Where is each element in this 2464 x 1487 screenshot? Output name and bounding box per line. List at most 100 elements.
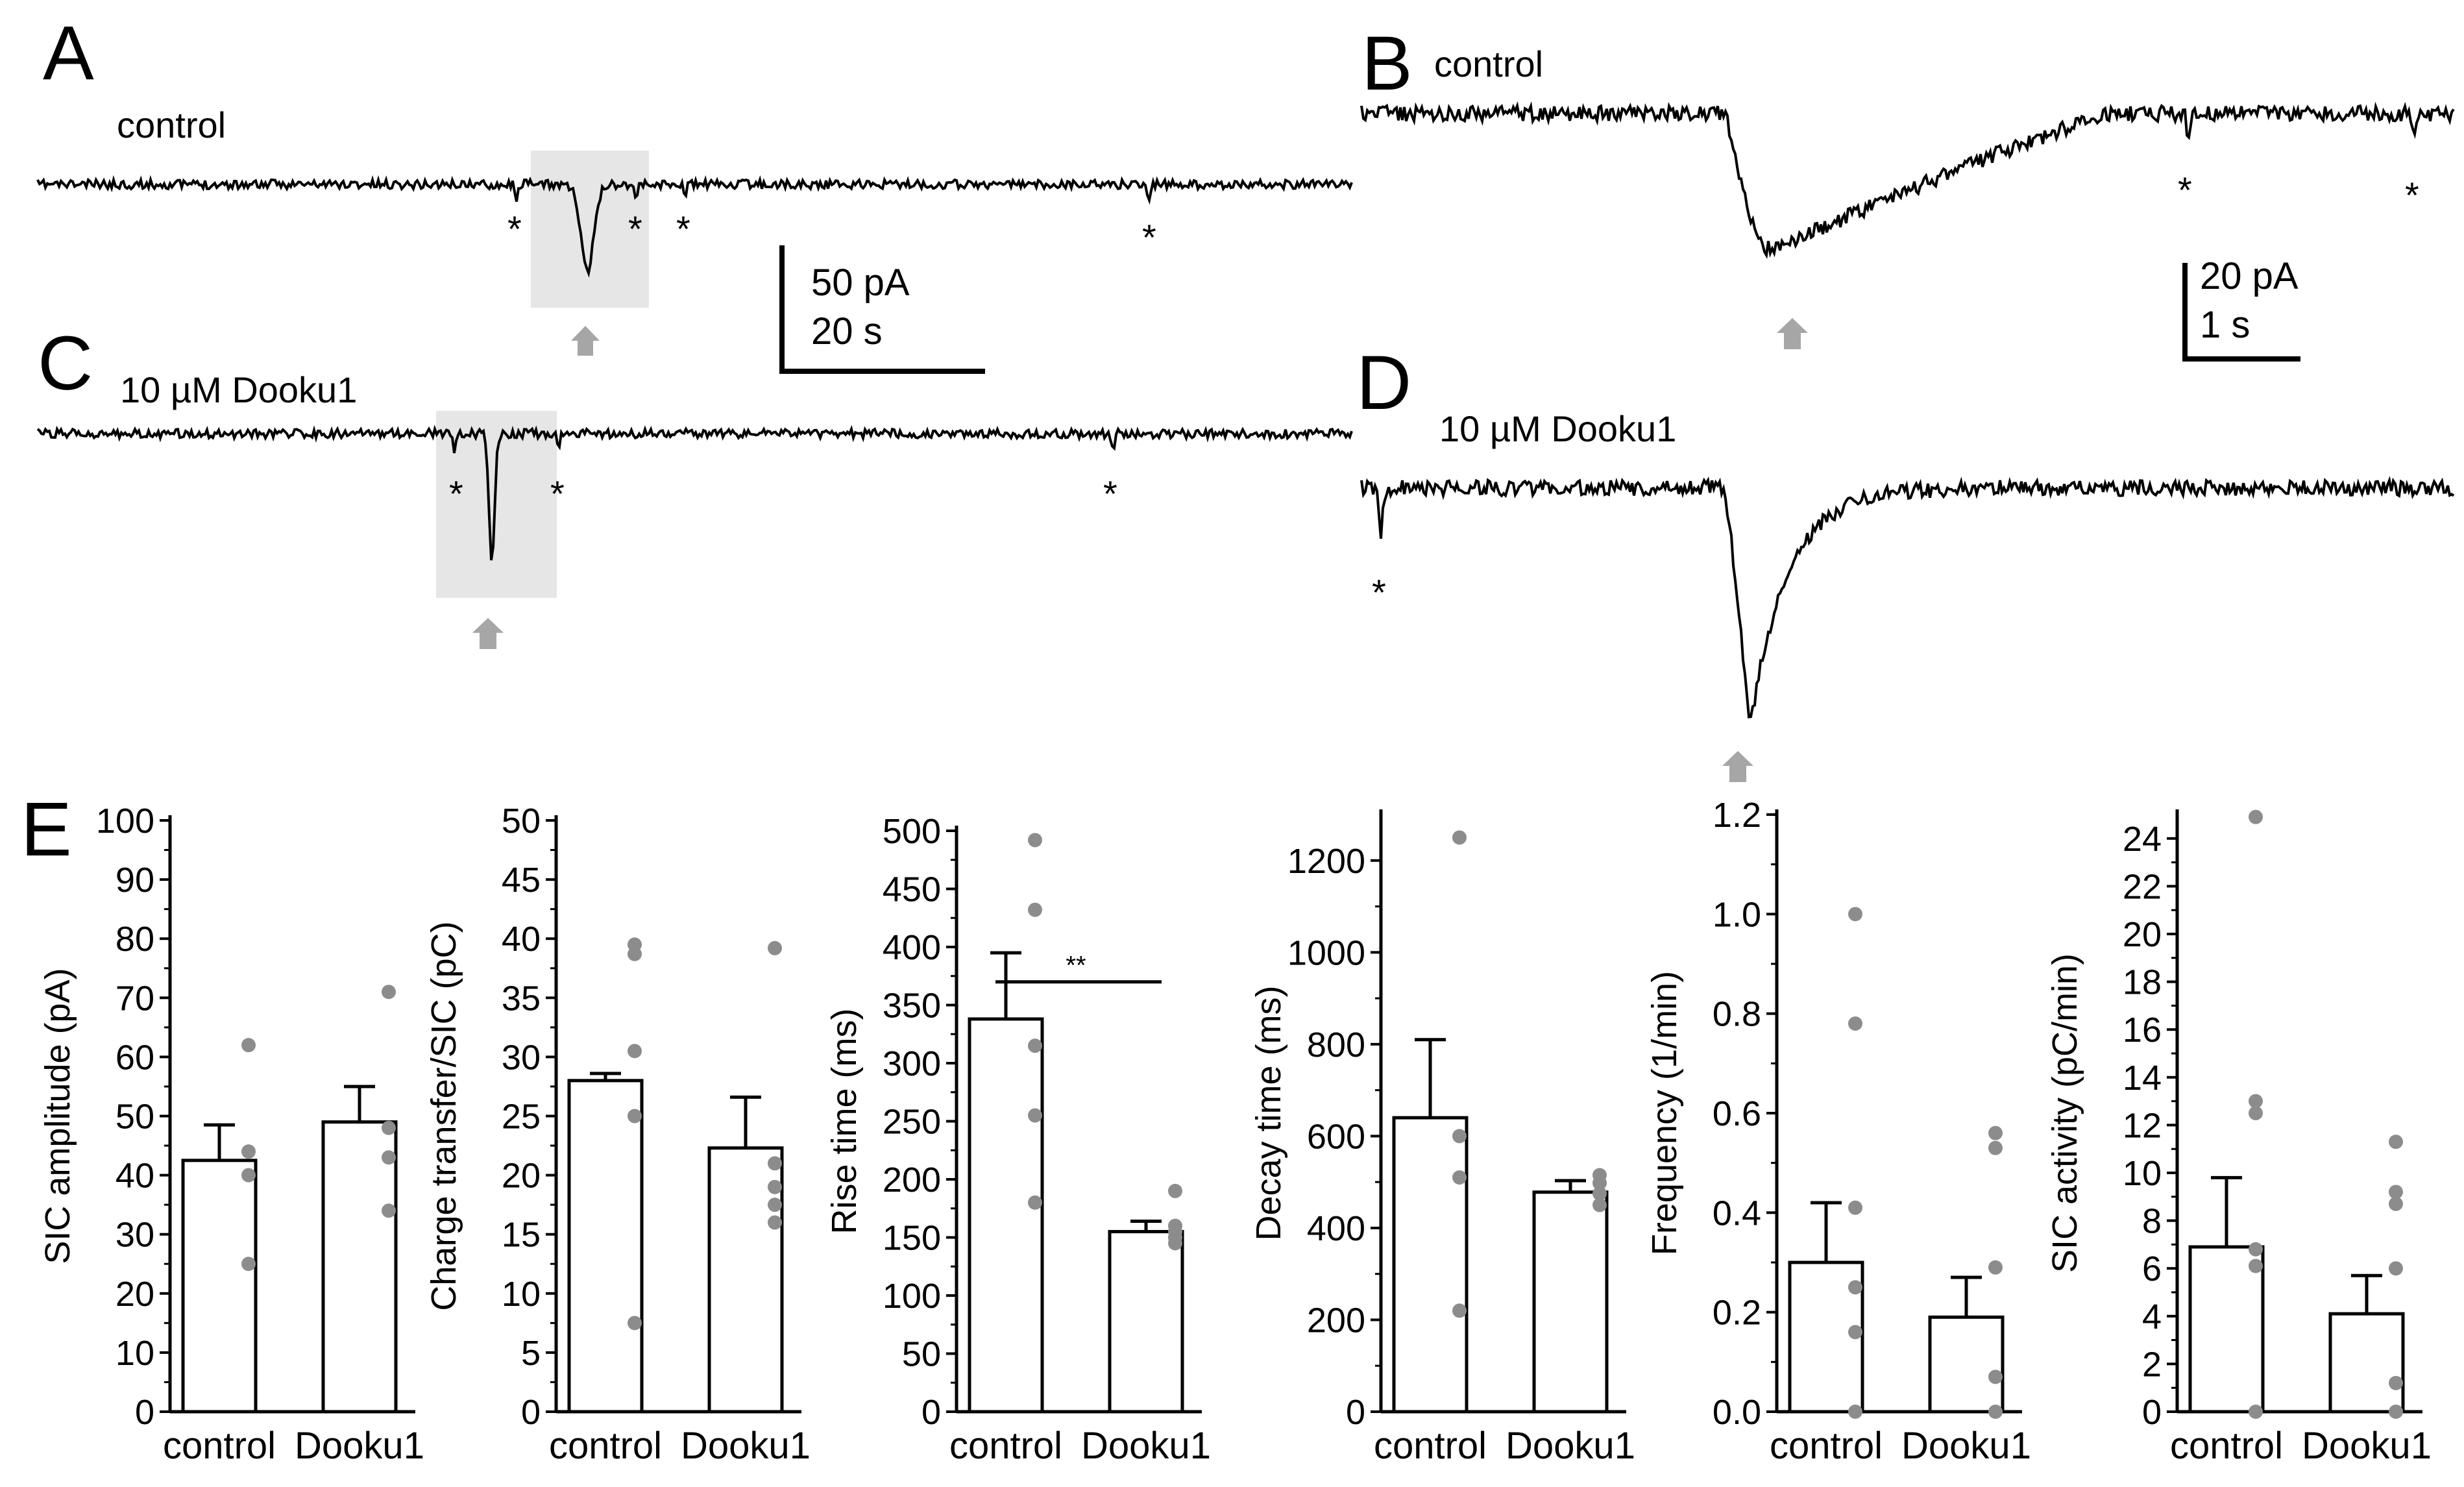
data-point (241, 1144, 256, 1159)
y-tick-label: 90 (116, 861, 154, 900)
data-point (241, 1168, 256, 1183)
y-tick-label: 50 (902, 1335, 941, 1374)
panel-c-arrow-icon (472, 618, 504, 649)
y-tick-label: 15 (502, 1216, 541, 1255)
data-point (1452, 1129, 1467, 1144)
data-point (241, 1257, 256, 1272)
data-point (2249, 1094, 2263, 1109)
data-point (768, 1215, 782, 1230)
panel-a-scale-y-label: 50 pA (811, 262, 910, 304)
y-tick-label: 1200 (1287, 842, 1365, 881)
y-tick-label: 0 (921, 1393, 941, 1432)
panel-c: C 10 µM Dooku1 * * * (36, 321, 1353, 649)
panel-d-event-marker-1: * (1372, 572, 1386, 613)
panel-b-condition: control (1434, 43, 1543, 84)
panel-c-event-marker-3: * (1103, 473, 1117, 514)
y-tick-label: 18 (2123, 963, 2162, 1002)
data-point (768, 1198, 782, 1212)
data-point (628, 1109, 642, 1124)
y-tick-label: 1000 (1287, 933, 1365, 972)
panel-a-scale-bar (779, 245, 985, 374)
y-axis-label: SIC activity (pC/min) (2045, 953, 2084, 1273)
data-point (2389, 1405, 2403, 1419)
y-tick-label: 100 (96, 802, 154, 841)
x-category-label: control (549, 1425, 662, 1467)
data-point (241, 1038, 256, 1053)
x-category-label: Dooku1 (2302, 1425, 2432, 1467)
y-tick-label: 20 (502, 1157, 541, 1196)
y-tick-label: 0.6 (1713, 1094, 1761, 1133)
bar-control (567, 1079, 644, 1414)
x-category-label: control (949, 1425, 1062, 1467)
panel-d: D 10 µM Dooku1 * (1356, 340, 2455, 782)
data-point (1988, 1370, 2003, 1384)
data-point (1592, 1186, 1607, 1201)
y-tick-label: 600 (1307, 1117, 1365, 1156)
data-point (1168, 1183, 1182, 1198)
data-point (768, 940, 782, 955)
y-tick-label: 80 (116, 920, 154, 959)
data-point (2389, 1375, 2403, 1390)
panel-b-trace (1360, 101, 2455, 259)
panel-e-letter: E (21, 787, 72, 872)
data-point (768, 1156, 782, 1171)
data-point (1848, 907, 1862, 922)
data-point (1452, 830, 1467, 845)
panel-b-letter: B (1361, 21, 1413, 106)
data-point (2249, 1405, 2263, 1419)
y-tick-label: 50 (502, 802, 541, 841)
data-point (2389, 1196, 2403, 1211)
panel-d-condition: 10 µM Dooku1 (1439, 408, 1676, 449)
y-tick-label: 70 (116, 979, 154, 1018)
data-point (1848, 1016, 1862, 1031)
panel-c-letter: C (38, 321, 93, 406)
data-point (1848, 1280, 1862, 1295)
data-point (628, 1044, 642, 1059)
x-category-label: Dooku1 (1901, 1425, 2031, 1467)
y-tick-label: 16 (2123, 1011, 2162, 1050)
data-point (2249, 809, 2263, 824)
y-tick-label: 100 (883, 1277, 941, 1316)
data-point (628, 1316, 642, 1331)
data-point (1028, 1108, 1042, 1123)
y-tick-label: 500 (883, 812, 941, 851)
y-tick-label: 1.2 (1713, 796, 1761, 835)
data-point (2389, 1135, 2403, 1149)
y-axis-label: SIC amplitude (pA) (38, 968, 77, 1264)
data-point (2249, 1242, 2263, 1257)
y-tick-label: 40 (502, 920, 541, 959)
panel-a-event-marker-3: * (676, 208, 690, 249)
y-axis-label: Rise time (ms) (825, 1009, 864, 1235)
x-category-label: Dooku1 (1081, 1425, 1211, 1467)
panel-a-arrow-icon (571, 326, 600, 356)
data-point (1028, 902, 1042, 917)
y-tick-label: 30 (502, 1038, 541, 1077)
data-point (1452, 1170, 1467, 1185)
data-point (1592, 1175, 1607, 1190)
data-point (1988, 1405, 2003, 1419)
panel-a-event-marker-1: * (507, 208, 522, 249)
data-point (382, 1203, 396, 1218)
y-tick-label: 6 (2142, 1249, 2162, 1288)
panel-c-trace (36, 424, 1353, 561)
panel-a-condition: control (117, 104, 226, 145)
panel-a-scale-x-label: 20 s (811, 310, 883, 352)
panel-a-highlight-box (531, 151, 649, 308)
x-category-label: control (1770, 1425, 1883, 1467)
panel-a-trace (36, 175, 1353, 278)
panel-b-scale-bar (2182, 263, 2300, 362)
bar-control (968, 1017, 1044, 1414)
y-tick-label: 0.0 (1713, 1393, 1761, 1432)
panel-a: A control * * * * 50 pA 20 s (36, 10, 1353, 374)
x-category-label: Dooku1 (681, 1425, 811, 1467)
y-axis-label: Charge transfer/SIC (pC) (424, 921, 463, 1310)
bar-dooku1 (1108, 1230, 1184, 1414)
panel-b: B control * * 20 pA 1 s (1360, 21, 2455, 362)
y-tick-label: 0.4 (1713, 1194, 1761, 1233)
data-point (2249, 1106, 2263, 1120)
x-category-label: Dooku1 (1506, 1425, 1635, 1467)
y-tick-label: 0 (135, 1393, 154, 1432)
